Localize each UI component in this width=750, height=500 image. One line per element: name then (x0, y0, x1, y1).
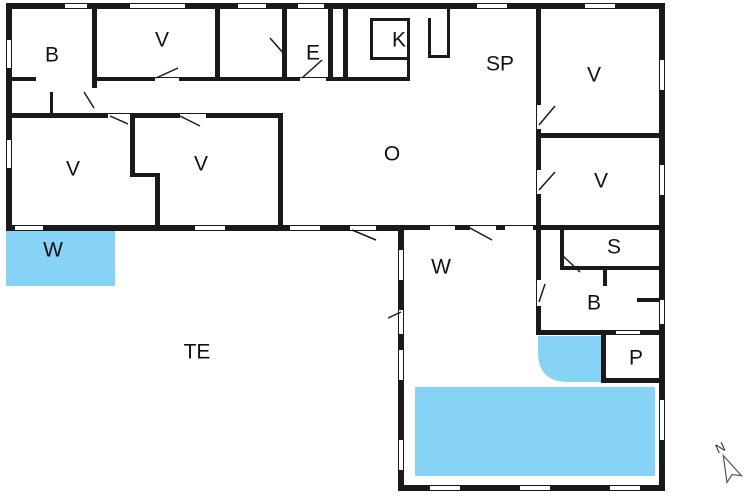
room-label-v-mid: V (194, 153, 208, 176)
room-label-k: K (392, 29, 406, 52)
windows (7, 4, 664, 490)
room-label-p: P (629, 347, 643, 370)
room-label-e: E (306, 42, 320, 65)
north-arrow-icon (722, 453, 744, 485)
room-label-v-right-mid: V (594, 170, 608, 193)
room-label-s: S (607, 236, 621, 259)
room-label-sp: SP (486, 53, 514, 76)
room-label-v-right-top: V (587, 64, 601, 87)
room-label-b-right: B (587, 292, 601, 315)
room-label-v-left: V (66, 158, 80, 181)
room-label-v-top: V (155, 29, 169, 52)
room-label-b-top: B (45, 44, 59, 67)
room-labels: B V E K SP V V V O V W W S B TE P (43, 29, 643, 370)
room-label-w-mid: W (431, 256, 451, 279)
water-zone-corner (538, 336, 603, 382)
room-label-o: O (384, 143, 400, 166)
pool (414, 386, 656, 477)
interior-walls (6, 3, 665, 383)
water-zone-left (6, 231, 115, 286)
doors (83, 37, 581, 334)
room-label-w-left: W (43, 239, 63, 262)
room-label-te: TE (184, 341, 211, 364)
